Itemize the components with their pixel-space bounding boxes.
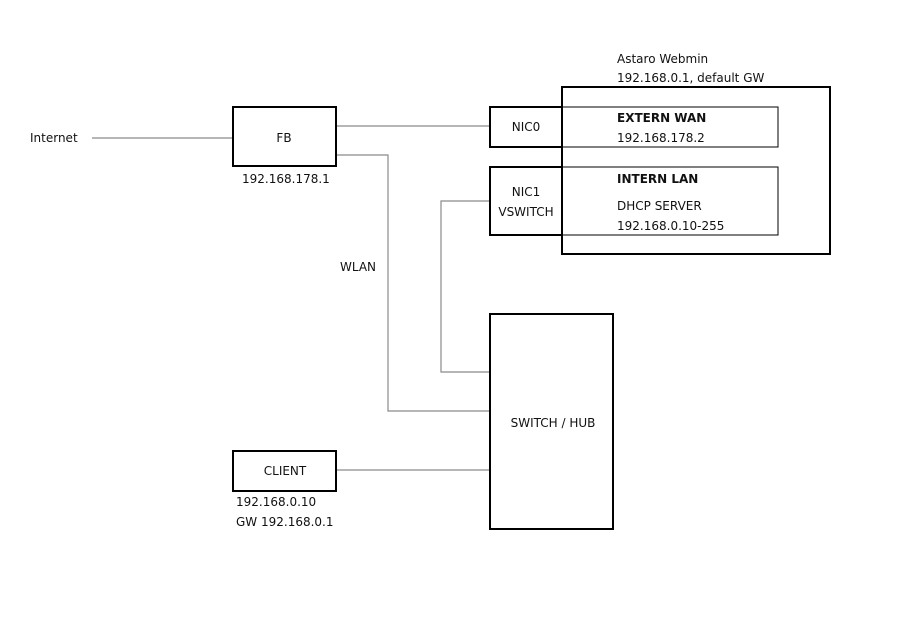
- extern-wan-panel: [561, 106, 779, 148]
- intern-lan-panel: [561, 166, 779, 236]
- nic1-switch-line: [440, 200, 490, 373]
- astaro-subtitle: 192.168.0.1, default GW: [617, 71, 764, 85]
- astaro-title: Astaro Webmin: [617, 52, 708, 66]
- internet-label: Internet: [30, 131, 78, 145]
- nic0-label: NIC0: [512, 120, 541, 134]
- dhcp-range: 192.168.0.10-255: [617, 219, 724, 233]
- fb-switch-wlan-line: [336, 154, 490, 412]
- nic0-box: [489, 106, 563, 148]
- extern-wan-ip: 192.168.178.2: [617, 131, 705, 145]
- wlan-label: WLAN: [340, 260, 376, 274]
- nic1-box: [489, 166, 563, 236]
- dhcp-server-label: DHCP SERVER: [617, 199, 702, 213]
- switch-label: SWITCH / HUB: [511, 416, 596, 430]
- client-ip: 192.168.0.10: [236, 495, 316, 509]
- client-gw: GW 192.168.0.1: [236, 515, 334, 529]
- extern-wan-title: EXTERN WAN: [617, 111, 706, 125]
- fb-label: FB: [276, 131, 291, 145]
- fb-ip: 192.168.178.1: [242, 172, 330, 186]
- nic1-label: NIC1: [512, 185, 541, 199]
- client-label: CLIENT: [264, 464, 307, 478]
- client-box: [232, 450, 337, 492]
- intern-lan-title: INTERN LAN: [617, 172, 698, 186]
- fb-box: [232, 106, 337, 167]
- vswitch-label: VSWITCH: [498, 205, 553, 219]
- switch-box: [489, 313, 614, 530]
